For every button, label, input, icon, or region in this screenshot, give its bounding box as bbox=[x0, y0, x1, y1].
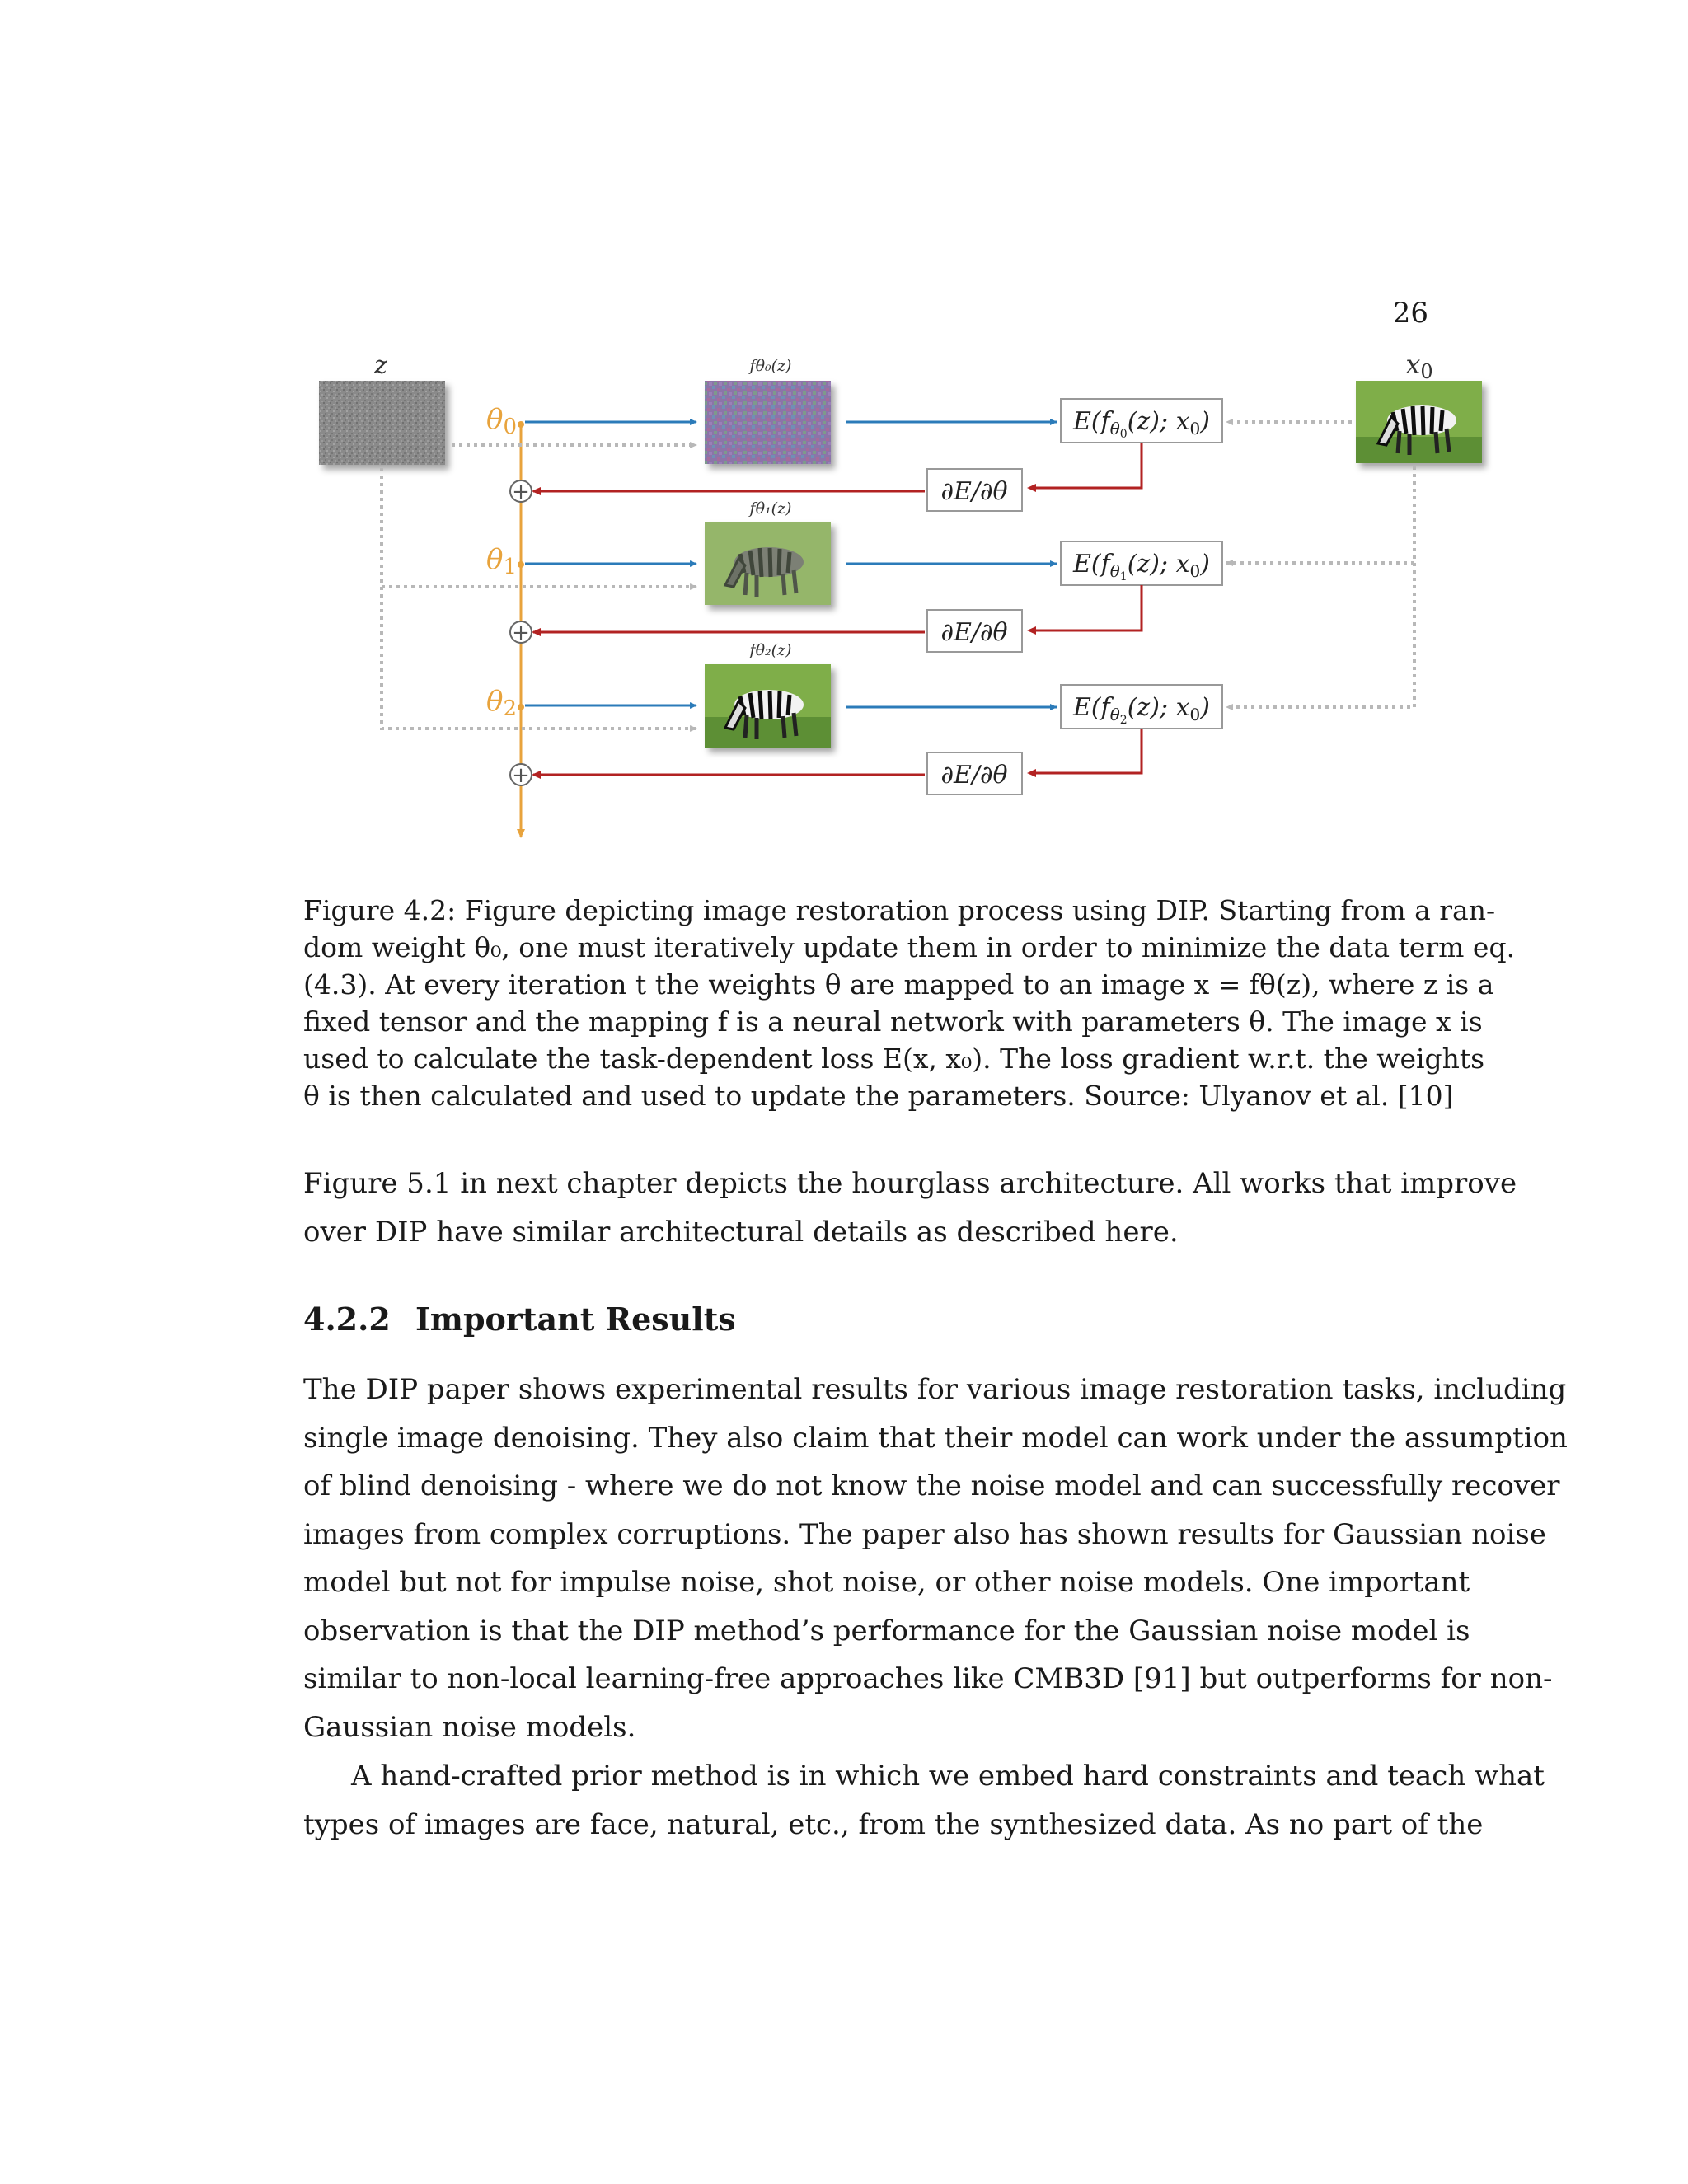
text-line: Figure 5.1 in next chapter depicts the h… bbox=[303, 1167, 1517, 1200]
figure-caption: Figure 4.2: Figure depicting image resto… bbox=[303, 892, 1516, 1114]
svg-text:E(fθ0(z); x0): E(fθ0(z); x0) bbox=[1072, 407, 1210, 441]
text-line: observation is that the DIP method’s per… bbox=[303, 1614, 1470, 1647]
text-line: A hand-crafted prior method is in which … bbox=[351, 1760, 1545, 1793]
svg-text:E(fθ1(z); x0): E(fθ1(z); x0) bbox=[1072, 550, 1210, 583]
caption-line: θ is then calculated and used to update … bbox=[303, 1080, 1454, 1112]
text-line: similar to non-local learning-free appro… bbox=[303, 1662, 1553, 1695]
text-line: model but not for impulse noise, shot no… bbox=[303, 1566, 1470, 1599]
text-line: The DIP paper shows experimental results… bbox=[303, 1373, 1567, 1406]
section-number: 4.2.2 bbox=[303, 1301, 391, 1338]
text-line: over DIP have similar architectural deta… bbox=[303, 1215, 1179, 1249]
svg-text:∂E/∂θ: ∂E/∂θ bbox=[940, 477, 1007, 506]
svg-text:+: + bbox=[512, 480, 530, 504]
paragraph-results: The DIP paper shows experimental results… bbox=[303, 1366, 1568, 1751]
z-noise-image bbox=[319, 381, 445, 465]
x0-input-dotted-lines bbox=[1226, 419, 1416, 710]
caption-line: Figure 4.2: Figure depicting image resto… bbox=[303, 894, 1496, 926]
f1-blurred-zebra-output bbox=[705, 522, 831, 605]
paragraph-handcrafted: A hand-crafted prior method is in which … bbox=[303, 1752, 1545, 1849]
f0-label: fθ₀(z) bbox=[748, 357, 792, 375]
svg-text:+: + bbox=[512, 621, 530, 645]
z-label: z bbox=[373, 351, 387, 380]
theta0-label: θ0 bbox=[486, 403, 517, 439]
text-line: images from complex corruptions. The pap… bbox=[303, 1517, 1546, 1551]
f2-zebra-output bbox=[705, 664, 831, 748]
gradient-box-2: ∂E/∂θ bbox=[926, 752, 1023, 795]
forward-arrows bbox=[525, 419, 1057, 710]
caption-line: dom weight θ₀, one must iteratively upda… bbox=[303, 931, 1516, 963]
svg-text:+: + bbox=[512, 763, 530, 788]
f1-label: fθ₁(z) bbox=[748, 499, 792, 518]
svg-text:∂E/∂θ: ∂E/∂θ bbox=[940, 761, 1007, 790]
caption-line: used to calculate the task-dependent los… bbox=[303, 1043, 1485, 1075]
theta2-label: θ2 bbox=[486, 685, 517, 721]
caption-line: fixed tensor and the mapping f is a neur… bbox=[303, 1005, 1483, 1038]
theta1-label: θ1 bbox=[486, 543, 517, 579]
gradient-box-1: ∂E/∂θ bbox=[926, 609, 1023, 653]
section-heading: 4.2.2 Important Results bbox=[303, 1301, 736, 1338]
text-line: single image denoising. They also claim … bbox=[303, 1421, 1568, 1455]
caption-line: (4.3). At every iteration t the weights … bbox=[303, 968, 1494, 1001]
plus-node-1: + bbox=[509, 480, 532, 504]
dip-figure: z x0 θ0 θ1 θ2 + + + bbox=[319, 349, 1482, 838]
f0-noise-output bbox=[705, 381, 831, 464]
paragraph-architecture: Figure 5.1 in next chapter depicts the h… bbox=[303, 1160, 1517, 1256]
gradient-box-0: ∂E/∂θ bbox=[926, 468, 1023, 512]
energy-box-2: E(fθ2(z); x0) bbox=[1060, 684, 1223, 729]
svg-text:E(fθ2(z); x0): E(fθ2(z); x0) bbox=[1072, 693, 1210, 727]
energy-box-0: E(fθ0(z); x0) bbox=[1060, 398, 1223, 443]
energy-box-1: E(fθ1(z); x0) bbox=[1060, 541, 1223, 586]
plus-node-3: + bbox=[509, 763, 532, 788]
text-line: types of images are face, natural, etc.,… bbox=[303, 1807, 1484, 1841]
backward-arrows bbox=[532, 443, 1143, 779]
page-number: 26 bbox=[1392, 297, 1428, 330]
theta-markers bbox=[518, 421, 524, 710]
text-line: of blind denoising - where we do not kno… bbox=[303, 1469, 1560, 1502]
z-input-dotted-lines bbox=[380, 442, 697, 732]
text-line: Gaussian noise models. bbox=[303, 1710, 636, 1744]
f2-label: fθ₂(z) bbox=[748, 641, 792, 659]
x0-label: x0 bbox=[1405, 349, 1432, 383]
x0-zebra-image bbox=[1356, 381, 1482, 463]
plus-node-2: + bbox=[509, 621, 532, 645]
svg-text:∂E/∂θ: ∂E/∂θ bbox=[940, 618, 1007, 647]
section-title: Important Results bbox=[415, 1301, 736, 1338]
